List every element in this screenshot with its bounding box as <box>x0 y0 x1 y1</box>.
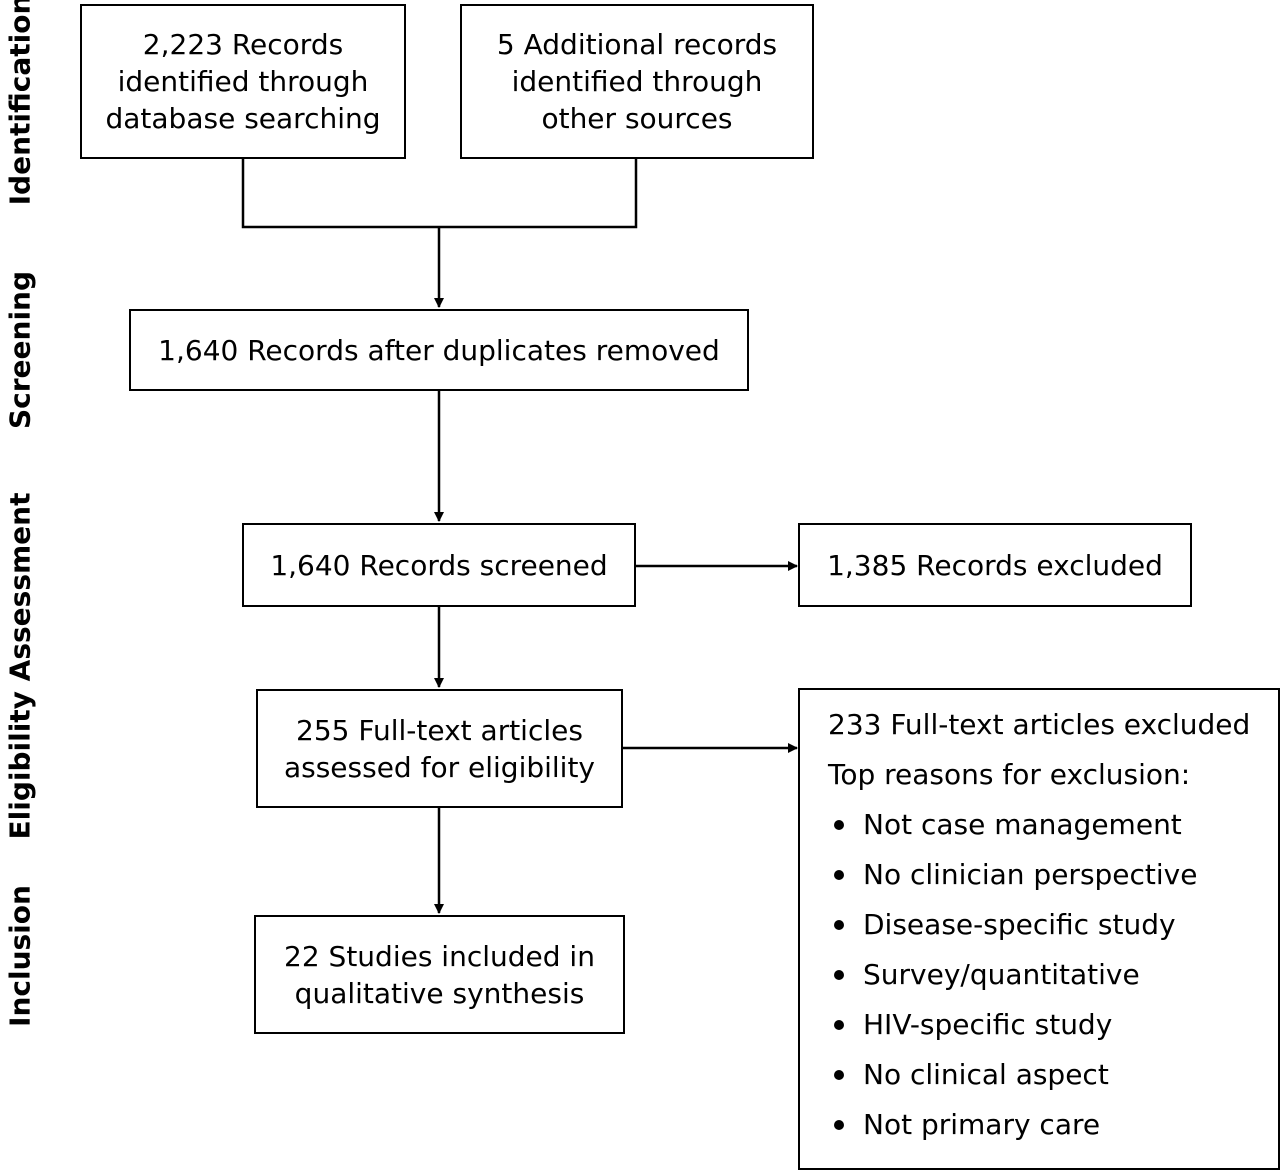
box-text-line: 1,385 Records excluded <box>827 548 1163 582</box>
box-database-records: 2,223 Records identified through databas… <box>80 4 406 159</box>
box-after-duplicates: 1,640 Records after duplicates removed <box>129 309 749 391</box>
bullet-icon <box>834 820 844 830</box>
stage-label-eligibility: Eligibility Assessment <box>3 492 37 840</box>
reason-item: Disease-specific study <box>828 900 1278 950</box>
stage-label-inclusion: Inclusion <box>3 885 37 1027</box>
bullet-icon <box>834 1120 844 1130</box>
box-records-excluded: 1,385 Records excluded <box>798 523 1192 607</box>
box-additional-records: 5 Additional records identified through … <box>460 4 814 159</box>
box-text-line: 5 Additional records <box>496 28 778 61</box>
reason-text: No clinician perspective <box>863 858 1198 891</box>
reason-text: Disease-specific study <box>863 908 1176 941</box>
box-text-line: 1,640 Records screened <box>270 548 608 582</box>
box-fulltext-excluded: 233 Full-text articles excluded Top reas… <box>798 688 1280 1170</box>
reason-item: Survey/quantitative <box>828 950 1278 1000</box>
box-text-line: other sources <box>541 102 733 135</box>
reason-text: No clinical aspect <box>863 1058 1109 1091</box>
box-text-line: 22 Studies included in <box>284 939 595 973</box>
box-text-line: 1,640 Records after duplicates removed <box>158 333 720 367</box>
box-text-line: identified through <box>117 65 369 98</box>
box-studies-included: 22 Studies included in qualitative synth… <box>254 915 625 1034</box>
bullet-icon <box>834 1070 844 1080</box>
box-text-line: database searching <box>105 102 381 135</box>
reason-item: Not case management <box>828 800 1278 850</box>
reasons-list: Not case management No clinician perspec… <box>828 800 1278 1150</box>
bullet-icon <box>834 920 844 930</box>
excluded-title: 233 Full-text articles excluded <box>828 708 1251 741</box>
reasons-heading: Top reasons for exclusion: <box>828 758 1191 791</box>
box-fulltext-assessed: 255 Full-text articles assessed for elig… <box>256 689 623 808</box>
box-text-line: identified through <box>511 65 763 98</box>
box-text-line: 2,223 Records <box>142 28 344 61</box>
reason-item: No clinical aspect <box>828 1050 1278 1100</box>
reason-text: HIV-specific study <box>863 1008 1113 1041</box>
merge-connector <box>241 158 638 229</box>
reason-item: No clinician perspective <box>828 850 1278 900</box>
box-text-line: 255 Full-text articles <box>296 713 583 747</box>
bullet-icon <box>834 1020 844 1030</box>
box-text-line: assessed for eligibility <box>283 750 596 784</box>
reason-text: Survey/quantitative <box>863 958 1140 991</box>
reason-text: Not primary care <box>863 1108 1101 1141</box>
bullet-icon <box>834 970 844 980</box>
stage-label-identification: Identification <box>3 0 37 206</box>
reason-text: Not case management <box>863 808 1182 841</box>
reason-item: Not primary care <box>828 1100 1278 1150</box>
box-text-line: qualitative synthesis <box>294 976 585 1010</box>
bullet-icon <box>834 870 844 880</box>
stage-label-screening: Screening <box>3 270 37 430</box>
box-records-screened: 1,640 Records screened <box>242 523 636 607</box>
reason-item: HIV-specific study <box>828 1000 1278 1050</box>
